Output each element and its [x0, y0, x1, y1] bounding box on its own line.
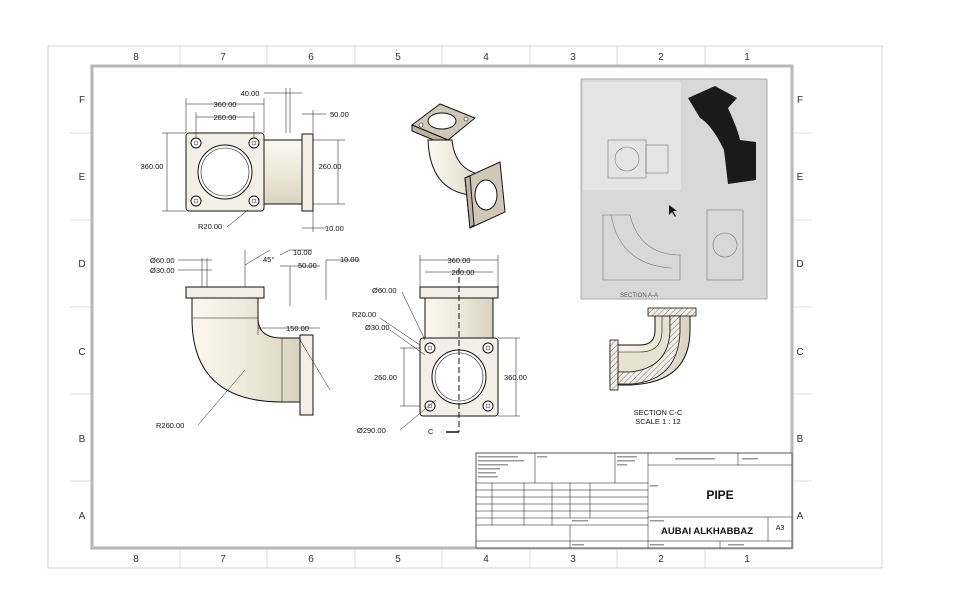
zone-labels-left: F E D C B A	[78, 95, 85, 522]
zone-row-e-right: E	[797, 172, 804, 183]
zone-col-4: 4	[483, 52, 489, 63]
dim-side-45: 45°	[263, 255, 274, 264]
section-scale: SCALE 1 : 12	[635, 417, 680, 426]
dim-front-360v: 360.00	[504, 373, 527, 382]
zone-col-8-bottom: 8	[133, 554, 139, 565]
front-view: 360.00 260.00 Ø60.00 R20.00 Ø30.00 260.0…	[352, 255, 527, 436]
zone-row-f-right: F	[797, 95, 803, 106]
dim-top-260: 260.00	[214, 113, 237, 122]
zone-row-d-right: D	[796, 259, 803, 270]
zone-col-4-bottom: 4	[483, 554, 489, 565]
zone-row-c: C	[78, 347, 85, 358]
thumbnail-caption: SECTION A-A	[620, 293, 658, 299]
mouse-pointer-icon	[669, 205, 677, 217]
sheet-border	[47, 45, 883, 569]
zone-labels-right: F E D C B A	[796, 95, 803, 522]
isometric-view	[411, 103, 506, 229]
zone-col-8: 8	[133, 52, 139, 63]
zone-row-b: B	[79, 434, 86, 445]
dim-side-d30: Ø30.00	[150, 266, 175, 275]
zone-row-c-right: C	[796, 347, 803, 358]
dim-left-360: 360.00	[141, 162, 164, 171]
zone-row-a: A	[79, 511, 86, 522]
zone-col-6-bottom: 6	[308, 554, 314, 565]
zone-row-d: D	[78, 259, 85, 270]
drawing-title: PIPE	[706, 488, 733, 502]
zone-col-3-bottom: 3	[570, 554, 576, 565]
dim-front-360: 360.00	[448, 256, 471, 265]
dim-top-50: 50.00	[330, 110, 349, 119]
zone-row-f: F	[79, 95, 85, 106]
zone-col-5: 5	[395, 52, 401, 63]
dim-front-r20: R20.00	[352, 310, 376, 319]
title-block: PIPE AUBAI ALKHABBAZ A3	[475, 452, 793, 549]
section-mark-c: C	[428, 427, 434, 436]
dim-r20: R20.00	[198, 222, 222, 231]
dim-front-260v: 260.00	[374, 373, 397, 382]
zone-row-a-right: A	[797, 511, 804, 522]
dim-top-40: 40.00	[241, 89, 260, 98]
dim-front-260: 260.00	[452, 268, 475, 277]
zone-col-3: 3	[570, 52, 576, 63]
zone-labels-top: 8 7 6 5 4 3 2 1	[133, 52, 750, 63]
dim-bottom-10: 10.00	[325, 224, 344, 233]
zone-col-7: 7	[220, 52, 226, 63]
sheet-size: A3	[776, 525, 785, 532]
dim-side-150: 150.00	[286, 324, 309, 333]
dim-front-d30: Ø30.00	[365, 323, 390, 332]
section-name: SECTION C-C	[634, 408, 683, 417]
zone-col-7-bottom: 7	[220, 554, 226, 565]
zone-col-1-bottom: 1	[744, 554, 750, 565]
dim-side-d60: Ø60.00	[150, 256, 175, 265]
dim-right-260: 260.00	[319, 162, 342, 171]
zone-row-b-right: B	[797, 434, 804, 445]
zone-col-6: 6	[308, 52, 314, 63]
dim-front-d290: Ø290.00	[357, 426, 386, 435]
zone-col-5-bottom: 5	[395, 554, 401, 565]
top-view: 40.00 360.00 260.00 50.00 360.00 260.00 …	[141, 88, 349, 233]
dim-side-10b: 10.00	[340, 255, 359, 264]
zone-col-2: 2	[658, 52, 664, 63]
thumbnail-image: SECTION A-A	[580, 78, 768, 300]
dim-side-50: 50.00	[298, 261, 317, 270]
dim-front-d60: Ø60.00	[372, 286, 397, 295]
dim-top-360: 360.00	[214, 100, 237, 109]
zone-labels-bottom: 8 7 6 5 4 3 2 1	[133, 554, 750, 565]
zone-col-2-bottom: 2	[658, 554, 664, 565]
dim-side-r260: R260.00	[156, 421, 184, 430]
title-block-fine-print	[478, 456, 758, 546]
drawing-author: AUBAI ALKHABBAZ	[661, 526, 753, 537]
zone-row-e: E	[79, 172, 86, 183]
dim-side-10a: 10.00	[293, 248, 312, 257]
section-view: SECTION C-C SCALE 1 : 12	[609, 307, 697, 426]
side-view: Ø60.00 Ø30.00 45° 10.00 50.00 10.00 150.…	[150, 248, 360, 430]
zone-col-1: 1	[744, 52, 750, 63]
